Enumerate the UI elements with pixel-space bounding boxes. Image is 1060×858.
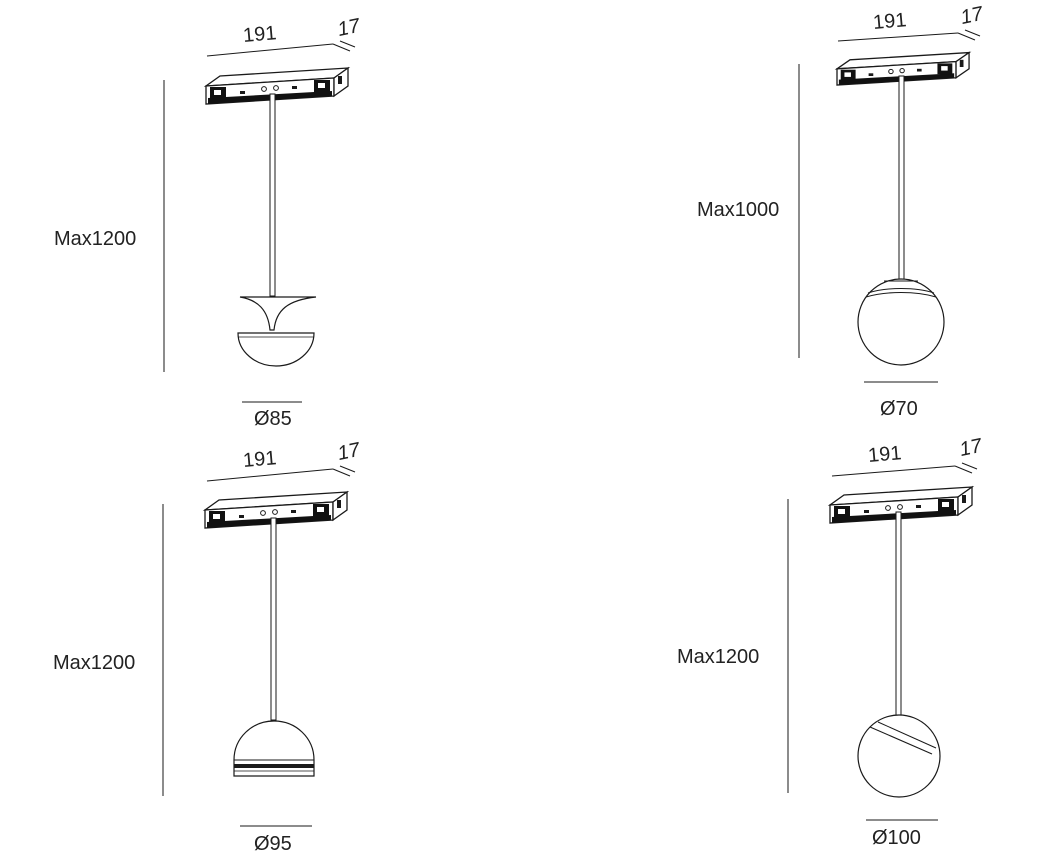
diameter-label-top-left: Ø85 (254, 408, 292, 430)
diameter-label-top-right: Ø70 (880, 398, 918, 420)
depth-label-bottom-right: 17 (957, 434, 984, 461)
depth-label-bottom-left: 17 (335, 438, 362, 465)
diameter-label-bottom-left: Ø95 (254, 833, 292, 855)
fixture-top-left (164, 41, 355, 402)
width-label-top-left: 191 (242, 22, 278, 47)
width-label-top-right: 191 (872, 9, 908, 34)
depth-label-top-left: 17 (335, 14, 362, 41)
fixture-top-right (799, 30, 980, 382)
fixture-bottom-left (163, 466, 355, 826)
height-label-bottom-right: Max1200 (677, 646, 760, 668)
height-label-bottom-left: Max1200 (53, 652, 136, 674)
width-label-bottom-left: 191 (242, 447, 278, 472)
diameter-label-bottom-right: Ø100 (872, 827, 921, 849)
fixture-bottom-right (788, 463, 977, 820)
depth-label-top-right: 17 (958, 2, 985, 29)
height-label-top-right: Max1000 (697, 199, 780, 221)
height-label-top-left: Max1200 (54, 228, 137, 250)
width-label-bottom-right: 191 (867, 442, 903, 467)
